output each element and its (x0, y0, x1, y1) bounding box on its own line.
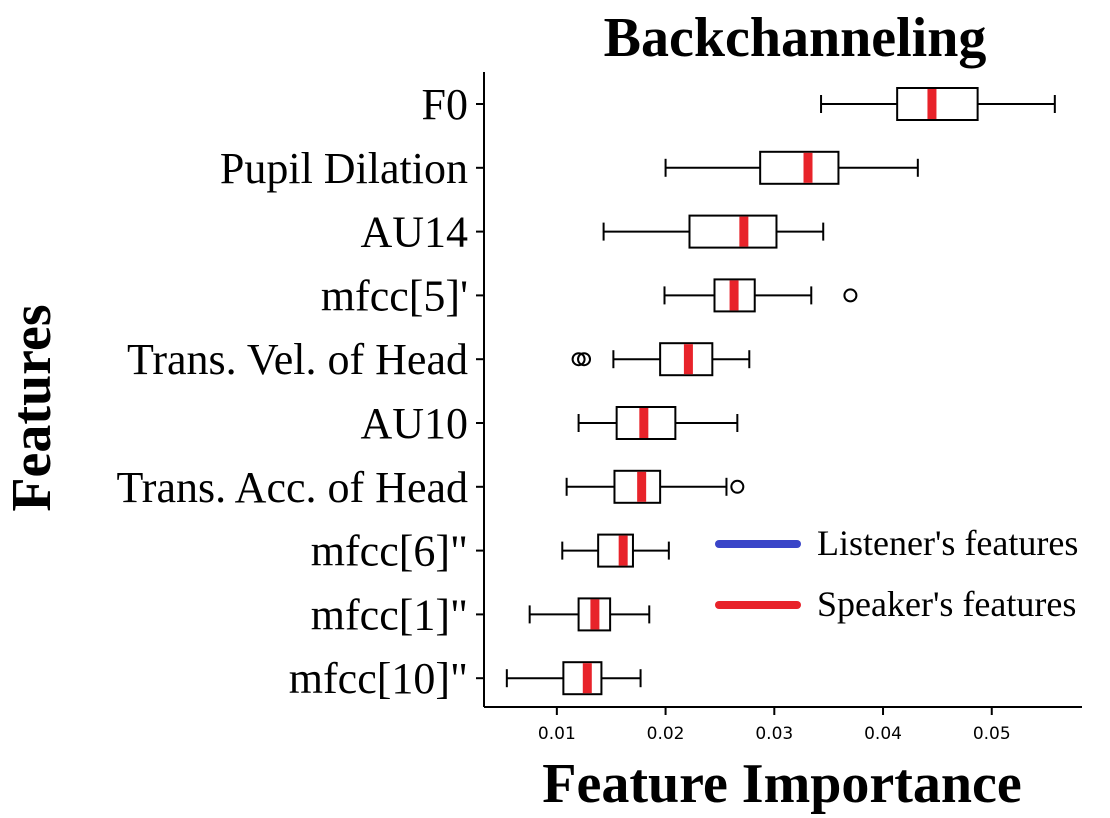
category-label: mfcc[1]" (311, 590, 468, 639)
x-tick-label: 0.02 (647, 724, 685, 744)
category-label: Trans. Acc. of Head (116, 463, 468, 512)
box-7-median (618, 535, 628, 566)
x-axis-title: Feature Importance (542, 753, 1022, 815)
x-tick-label: 0.05 (973, 724, 1011, 744)
y-axis-title: Features (1, 304, 63, 511)
box-0-iqr (896, 87, 979, 121)
x-tick-label: 0.04 (864, 724, 902, 744)
legend-label: Speaker's features (817, 584, 1076, 624)
box-4-outlier (577, 352, 592, 367)
box-7-iqr (597, 533, 634, 568)
category-label: mfcc[5]' (321, 271, 468, 320)
box-3-outlier (843, 288, 858, 303)
box-4-median (683, 344, 693, 375)
category-label: AU14 (360, 208, 468, 257)
box-5-median (639, 408, 649, 438)
x-tick-label: 0.01 (538, 724, 576, 744)
box-1-median (803, 152, 813, 183)
box-3-median (729, 280, 739, 311)
box-6-outlier (730, 479, 745, 494)
category-label: F0 (422, 80, 468, 129)
category-label: AU10 (360, 399, 468, 448)
box-1-iqr (759, 150, 840, 185)
box-0-median (927, 89, 937, 119)
box-8-median (590, 599, 600, 630)
box-2-median (739, 216, 749, 247)
box-6-median (637, 471, 647, 502)
category-label: mfcc[10]" (289, 654, 468, 703)
legend-label: Listener's features (817, 523, 1078, 563)
box-9-median (582, 663, 592, 694)
box-4-outlier (571, 352, 586, 367)
chart-title: Backchanneling (604, 7, 987, 69)
box-9-iqr (562, 661, 603, 696)
x-tick-label: 0.03 (755, 724, 793, 744)
category-label: mfcc[6]" (311, 527, 468, 576)
category-label: Pupil Dilation (220, 144, 468, 193)
box-2-iqr (688, 214, 778, 249)
category-label: Trans. Vel. of Head (127, 335, 468, 384)
